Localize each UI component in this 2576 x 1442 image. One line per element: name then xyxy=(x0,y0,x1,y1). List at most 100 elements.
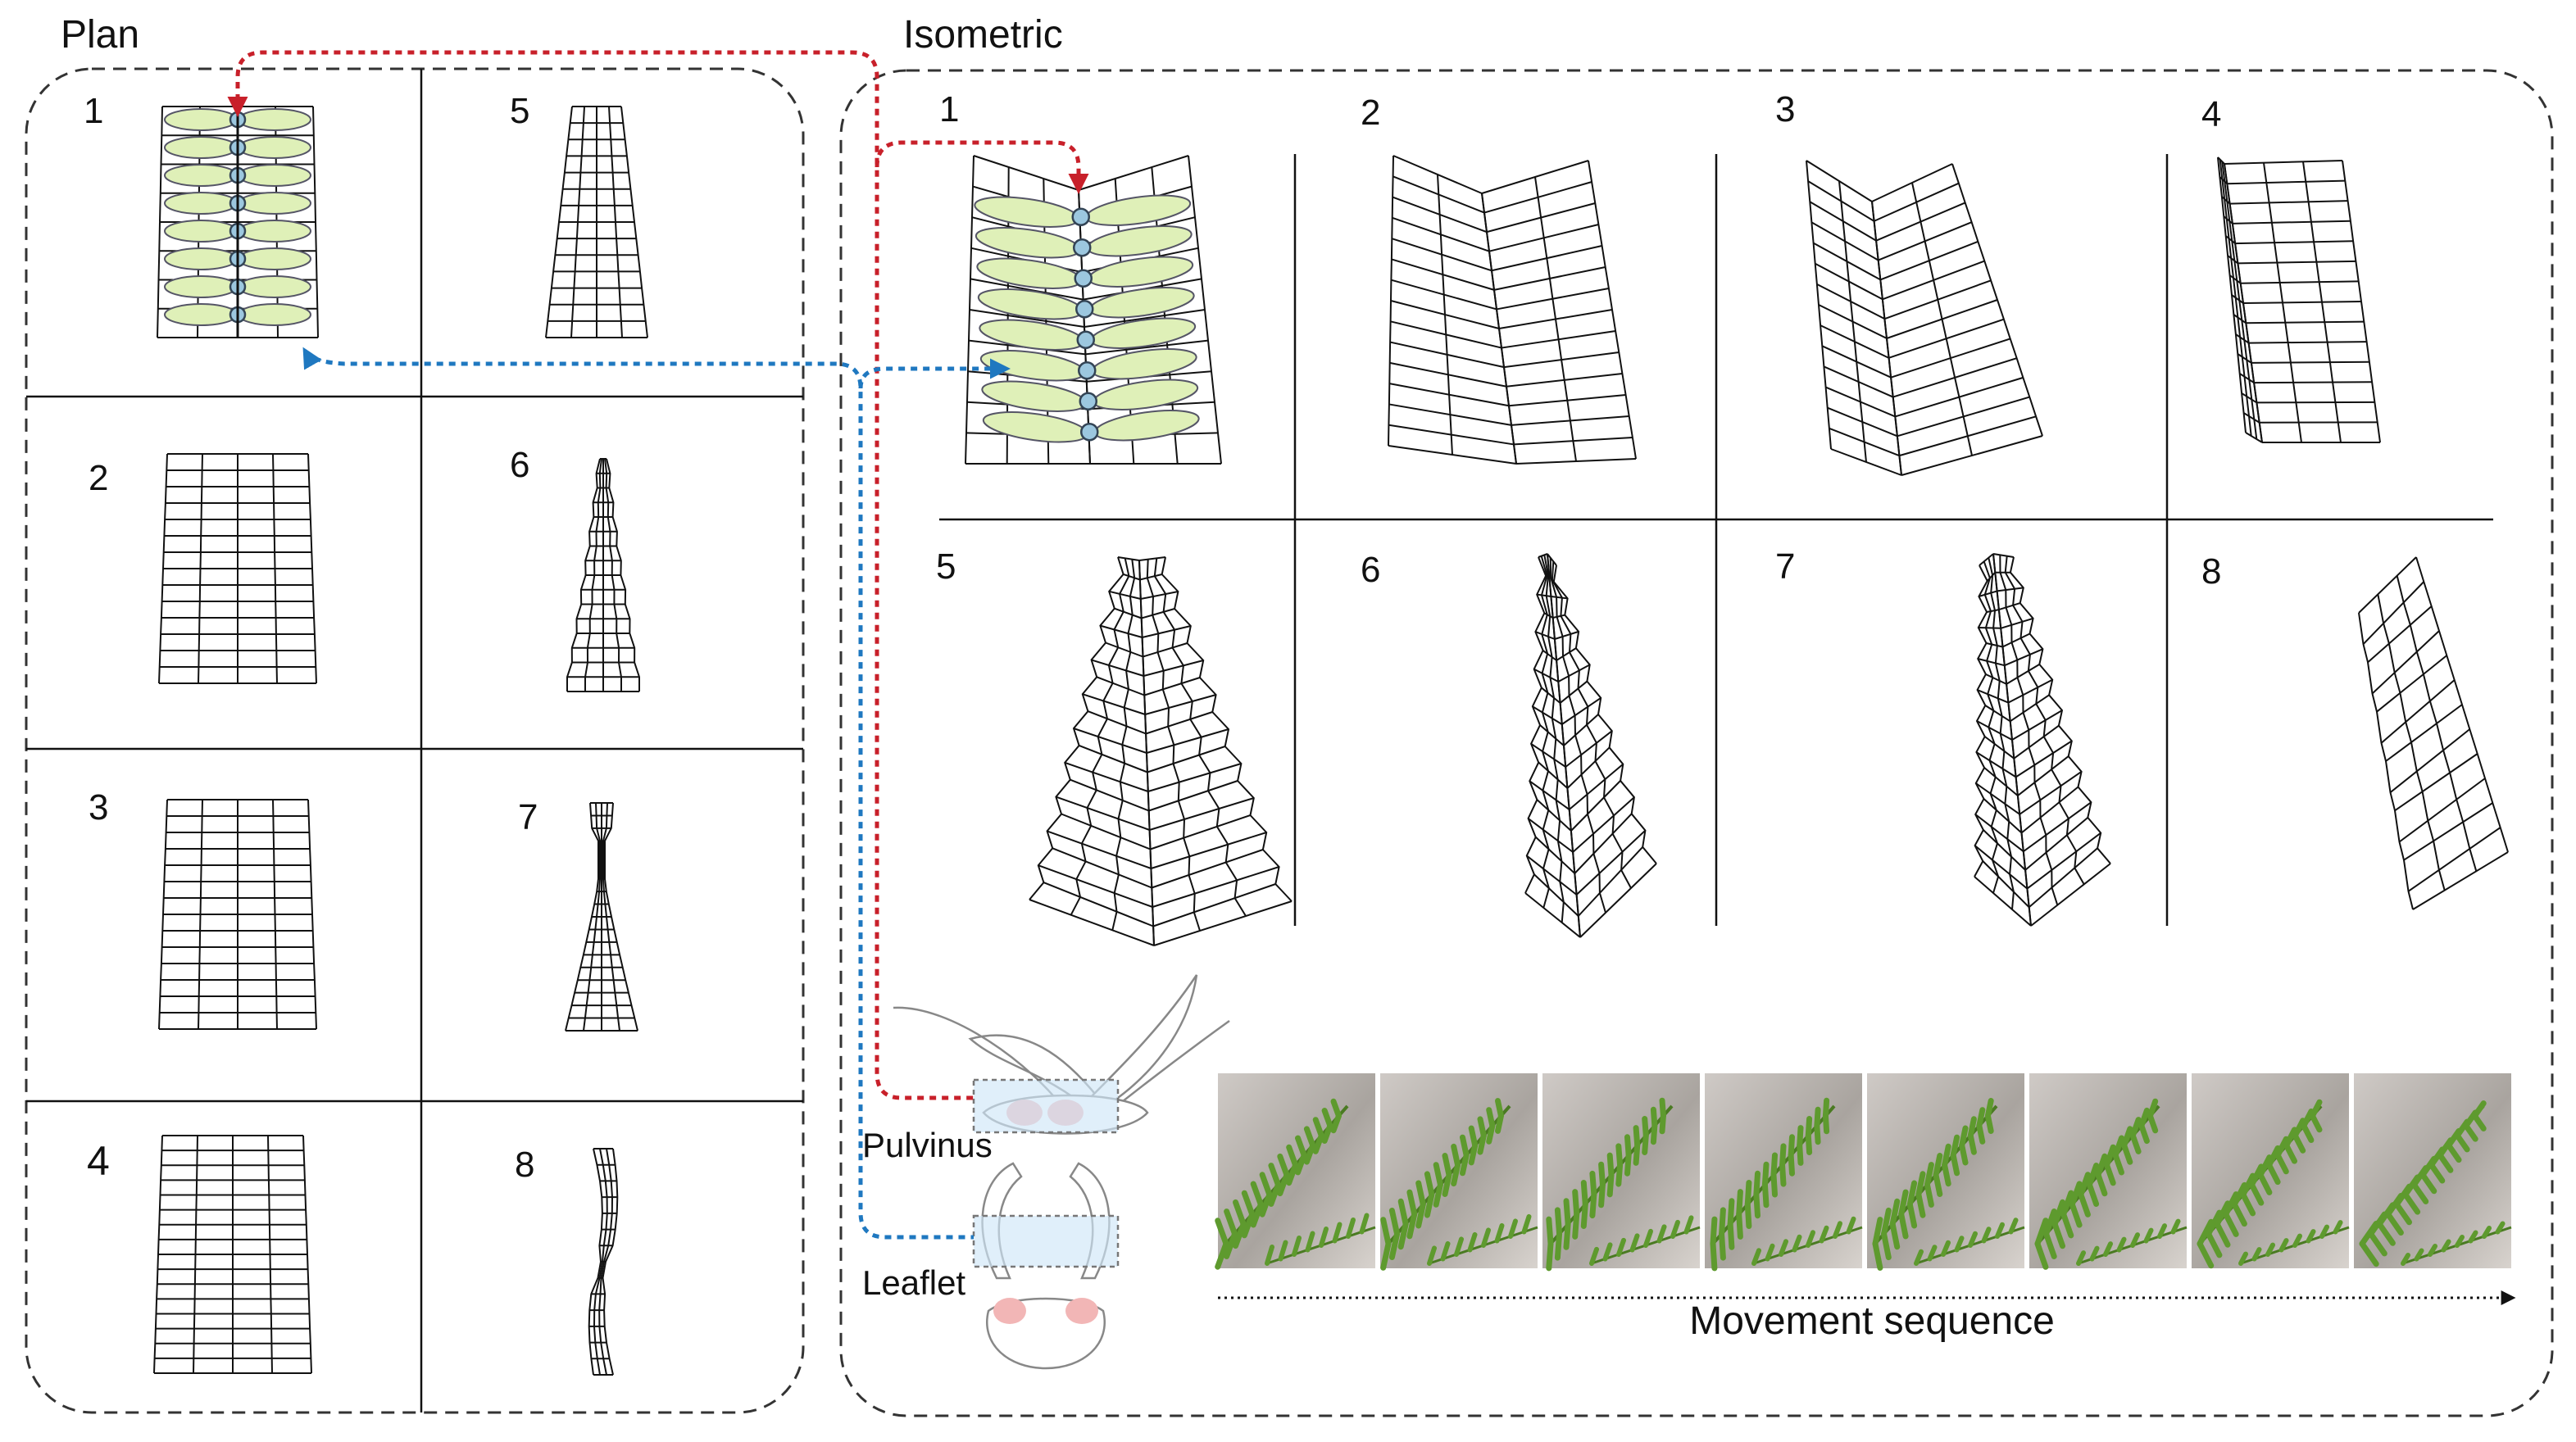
pinnule xyxy=(1744,1180,1752,1208)
pinnule xyxy=(1719,1231,1726,1261)
iso7-left-row xyxy=(1977,689,2009,704)
pinnule xyxy=(1451,1143,1461,1168)
pinnule xyxy=(1959,1125,1969,1149)
iso7-right-row xyxy=(2015,740,2073,778)
pinnule xyxy=(1950,1134,1960,1159)
iso8-row xyxy=(2403,802,2493,861)
iso5-right-row xyxy=(1144,694,1216,715)
iso5-left-row xyxy=(1038,864,1153,908)
plan5-col xyxy=(608,106,623,338)
iso-cell-2-number: 2 xyxy=(1361,93,1380,133)
iso7-left-row xyxy=(1974,845,2029,890)
pinnule xyxy=(2266,1145,2281,1168)
pinnule xyxy=(1268,1181,1281,1207)
photo-strip xyxy=(1215,1073,2512,1272)
iso-cell-1-number: 1 xyxy=(939,89,959,129)
plan-shape-3-col xyxy=(272,799,278,1030)
iso4-left-row xyxy=(2243,412,2260,424)
pinnule xyxy=(2301,1122,2315,1143)
pinnule xyxy=(2095,1172,2108,1197)
pinnule xyxy=(1981,1227,1992,1244)
pinnule xyxy=(2441,1239,2451,1253)
pinnule xyxy=(1388,1208,1401,1237)
pinnule xyxy=(2170,1218,2181,1235)
iso5-right-row xyxy=(1152,883,1276,927)
iso5-right-row xyxy=(1151,832,1267,869)
pinnule xyxy=(2086,1181,2100,1207)
iso3-left-col xyxy=(1838,180,1867,463)
pinnule xyxy=(2419,1172,2437,1195)
pinnule xyxy=(2095,1153,2108,1178)
plan-shape-4-col xyxy=(302,1135,312,1374)
iso5-right-row xyxy=(1148,780,1238,812)
pinnule xyxy=(1295,1135,1307,1159)
pinnule xyxy=(2086,1163,2100,1188)
iso7-right-row xyxy=(2000,617,2033,629)
iso5-left-col xyxy=(1111,559,1136,931)
iso1-right-col xyxy=(1188,155,1222,465)
pinnule xyxy=(2078,1172,2091,1198)
iso8-row xyxy=(2367,605,2433,664)
pinnule xyxy=(1633,1125,1641,1149)
iso5-right-row xyxy=(1153,900,1293,946)
leaflet-motor-cell-left xyxy=(993,1298,1026,1324)
pinnule xyxy=(1967,1132,1977,1155)
iso5-left-row xyxy=(1073,728,1147,754)
pinnule xyxy=(1215,1240,1229,1270)
iso7-right-row xyxy=(1998,602,2020,611)
pinnule xyxy=(1959,1142,1969,1166)
iso6-right-row xyxy=(1559,680,1588,704)
plan-shape-3-col xyxy=(198,799,203,1030)
leaflet-left xyxy=(164,192,238,215)
leaflet-left xyxy=(164,136,238,159)
iso7-left-row xyxy=(1979,553,1994,566)
iso6-right-col xyxy=(1547,553,1581,938)
iso4-left-row xyxy=(2228,274,2242,284)
pinnule xyxy=(1494,1222,1505,1244)
plan6-col xyxy=(604,458,622,692)
pinnule xyxy=(1303,1126,1316,1149)
pinnule xyxy=(1442,1153,1452,1178)
pinnule xyxy=(2034,1218,2049,1247)
pinnule xyxy=(1797,1125,1804,1149)
iso4-left-row xyxy=(2227,255,2239,265)
iso4-right-row xyxy=(2246,320,2365,324)
pinnule xyxy=(1424,1171,1435,1198)
plan-cell-6-number: 6 xyxy=(510,445,529,485)
pinnule xyxy=(1233,1199,1247,1227)
pinnule xyxy=(1563,1221,1571,1250)
iso7-right-col xyxy=(2004,555,2085,885)
iso7-left-row xyxy=(1983,798,2023,834)
pinnule xyxy=(1984,1113,1994,1134)
leaflet-right xyxy=(1093,410,1200,442)
iso8-row xyxy=(2380,679,2456,744)
photo-frame xyxy=(1867,1073,2025,1271)
pinnule xyxy=(1656,1224,1667,1244)
iso1-left-row xyxy=(969,309,1085,328)
pinnule xyxy=(1380,1217,1392,1247)
leaflet-right xyxy=(1088,287,1195,319)
iso5-right-col xyxy=(1153,558,1247,917)
pinnule xyxy=(2112,1152,2124,1176)
iso1-right-row xyxy=(1084,309,1206,328)
pinnule xyxy=(2274,1152,2289,1175)
iso5-right-row xyxy=(1143,660,1204,677)
iso5-left-row xyxy=(1088,710,1147,735)
pinnule xyxy=(1397,1221,1409,1250)
iso1-right-row xyxy=(1085,339,1209,356)
pinnule xyxy=(2089,1245,2100,1262)
pinnule xyxy=(2257,1172,2273,1195)
pulvinus-highlight-box xyxy=(972,1078,1120,1134)
pinnule xyxy=(2319,1224,2329,1239)
iso6-left-row xyxy=(1535,631,1556,640)
plan5-col xyxy=(570,106,585,338)
iso7-left-row xyxy=(1984,736,2015,760)
iso8-row xyxy=(2389,728,2470,793)
pinnule xyxy=(1319,1227,1329,1248)
iso-state-8-mesh xyxy=(2358,556,2509,910)
iso6-left-row xyxy=(1533,668,1559,682)
pinnule xyxy=(1433,1181,1443,1208)
pinnule xyxy=(1906,1180,1918,1208)
leaflet-left xyxy=(164,220,238,243)
iso7-left-row xyxy=(1986,642,2003,648)
